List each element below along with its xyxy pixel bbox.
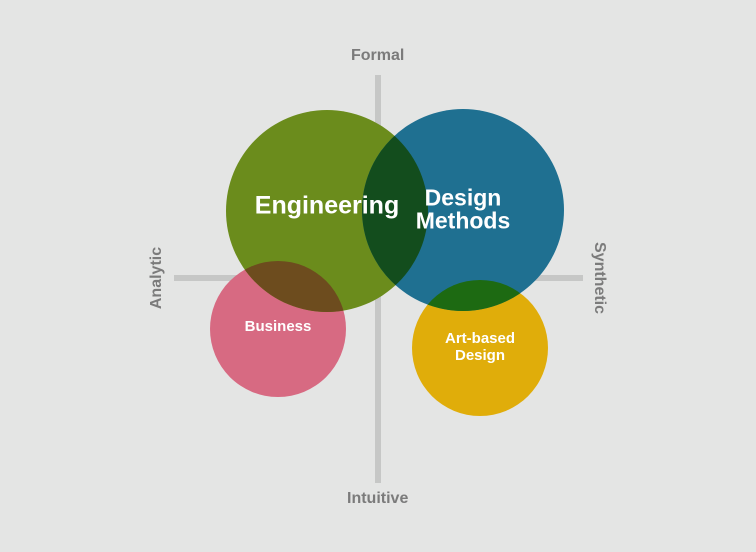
business-label-text: Business <box>244 317 312 335</box>
business-label: Business <box>244 317 312 336</box>
engineering-label: Engineering <box>255 192 399 220</box>
engineering-label-text: Engineering <box>254 191 400 220</box>
engineering-design-overlap <box>362 110 428 311</box>
axis-label-top: Formal <box>351 47 405 64</box>
art-based-design-label: Art-based Design <box>445 330 515 365</box>
art-based-design-label-line1: Art-based <box>444 329 516 347</box>
design-methods-label-line2: Methods <box>415 208 511 234</box>
design-methods-label: Design Methods <box>415 184 511 234</box>
design-methods-label-line1: Design <box>424 184 502 211</box>
axis-label-right: Synthetic <box>591 241 608 315</box>
axis-label-bottom: Intuitive <box>347 490 409 507</box>
axis-label-left: Analytic <box>148 246 165 310</box>
art-based-design-label-line2: Design <box>454 347 506 364</box>
art-based-design-circle <box>412 280 548 416</box>
